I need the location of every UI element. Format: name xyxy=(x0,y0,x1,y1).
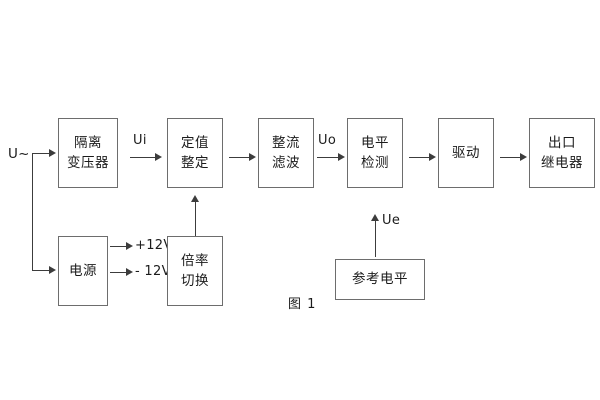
node-output-relay-line-1: 出口 xyxy=(548,134,576,151)
node-rectify-filter[interactable]: 整流 滤波 xyxy=(258,118,314,188)
connector-setting-to-rectify xyxy=(229,157,250,158)
rail-label-positive: +12V xyxy=(135,238,173,253)
arrow-setting-to-rectify-icon xyxy=(249,153,256,161)
figure-caption: 图 1 xyxy=(288,297,317,312)
node-output-relay-line-2: 继电器 xyxy=(541,155,583,171)
arrow-rail-negative-icon xyxy=(126,268,133,276)
node-drive-line-1: 驱动 xyxy=(452,144,480,161)
node-level-detection-line-1: 电平 xyxy=(361,134,389,151)
connector-rail-negative xyxy=(110,272,127,273)
node-power-supply-line-1: 电源 xyxy=(69,262,97,279)
arrow-input-to-power-icon xyxy=(49,266,56,274)
node-isolation-transformer[interactable]: 隔离 变压器 xyxy=(58,118,118,188)
node-setting-value-line-2: 整定 xyxy=(181,155,209,171)
node-isolation-transformer-line-2: 变压器 xyxy=(67,155,109,171)
arrow-transformer-to-setting-icon xyxy=(155,153,162,161)
connector-multiplier-to-setting xyxy=(195,199,196,236)
connector-input-bus xyxy=(32,153,33,270)
node-multiplier-switch-line-2: 切换 xyxy=(181,273,209,289)
connector-transformer-to-setting xyxy=(130,157,156,158)
connector-rail-positive xyxy=(110,246,127,247)
node-reference-level-line-1: 参考电平 xyxy=(352,271,408,288)
connector-rectify-to-level xyxy=(317,157,339,158)
node-level-detection-line-2: 检测 xyxy=(361,155,389,171)
node-setting-value[interactable]: 定值 整定 xyxy=(167,118,223,188)
node-isolation-transformer-line-1: 隔离 xyxy=(74,134,102,151)
arrow-rectify-to-level-icon xyxy=(338,153,345,161)
connector-input-to-power xyxy=(32,270,50,271)
connector-reference-to-level xyxy=(375,219,376,257)
connector-drive-to-relay xyxy=(500,157,521,158)
node-rectify-filter-line-1: 整流 xyxy=(272,134,300,151)
node-reference-level[interactable]: 参考电平 xyxy=(335,259,425,300)
input-source-label: U~ xyxy=(8,146,30,162)
arrow-level-to-drive-icon xyxy=(429,153,436,161)
node-output-relay[interactable]: 出口 继电器 xyxy=(529,118,595,188)
arrow-drive-to-relay-icon xyxy=(520,153,527,161)
connector-input-to-transformer xyxy=(32,153,50,154)
signal-label-ui: Ui xyxy=(133,133,147,148)
node-rectify-filter-line-2: 滤波 xyxy=(272,155,300,171)
node-multiplier-switch[interactable]: 倍率 切换 xyxy=(167,236,223,306)
arrow-rail-positive-icon xyxy=(126,242,133,250)
node-drive[interactable]: 驱动 xyxy=(438,118,494,188)
signal-label-uo: Uo xyxy=(318,133,337,148)
arrow-reference-to-level-icon xyxy=(371,214,379,221)
arrow-multiplier-to-setting-icon xyxy=(191,195,199,202)
rail-label-negative: - 12V xyxy=(135,264,171,279)
node-power-supply[interactable]: 电源 xyxy=(58,236,108,306)
connector-level-to-drive xyxy=(409,157,430,158)
arrow-input-to-transformer-icon xyxy=(49,149,56,157)
node-multiplier-switch-line-1: 倍率 xyxy=(181,252,209,269)
node-level-detection[interactable]: 电平 检测 xyxy=(347,118,403,188)
node-setting-value-line-1: 定值 xyxy=(181,134,209,151)
signal-label-ue: Ue xyxy=(382,213,401,228)
